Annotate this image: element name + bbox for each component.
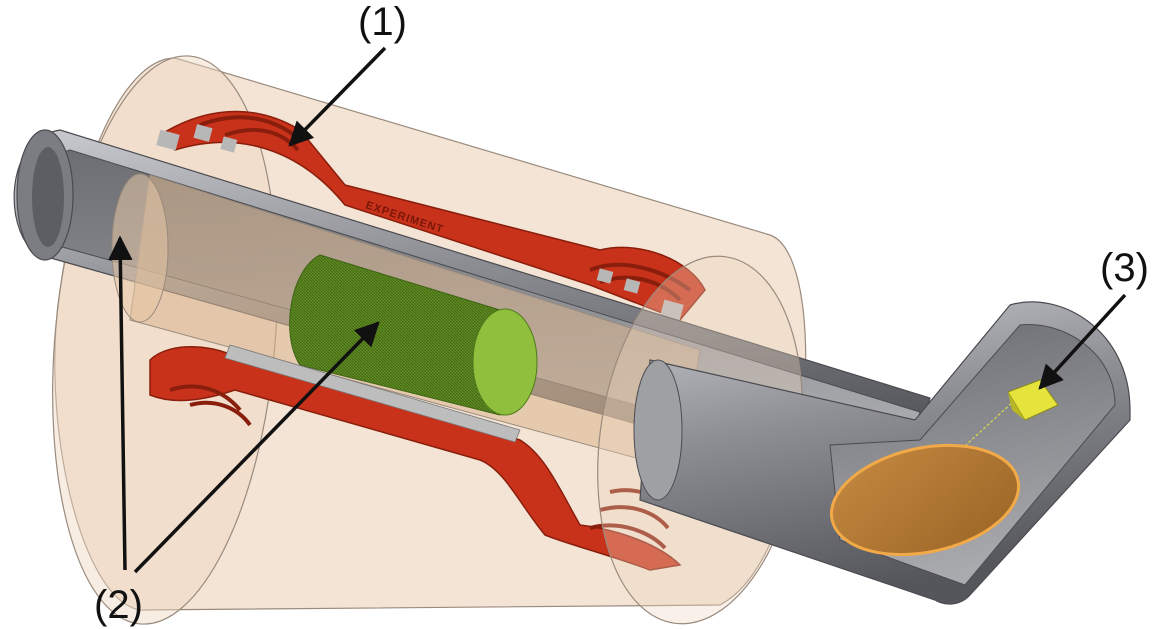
arrow-icon — [108, 235, 133, 571]
coil-lower — [149, 344, 682, 571]
callout-label-1: (1) — [358, 0, 407, 44]
arrow-icon — [1038, 293, 1127, 390]
detector — [1007, 379, 1059, 421]
arrow-icon — [288, 46, 387, 147]
arrow-icon — [133, 321, 380, 574]
sample-end-face — [472, 308, 538, 416]
mirror-disc — [829, 443, 1021, 557]
sample-cylinder — [289, 254, 538, 416]
callout-label-2: (2) — [94, 583, 143, 627]
callout-arrows — [108, 46, 1127, 574]
callout-label-3: (3) — [1100, 246, 1149, 290]
